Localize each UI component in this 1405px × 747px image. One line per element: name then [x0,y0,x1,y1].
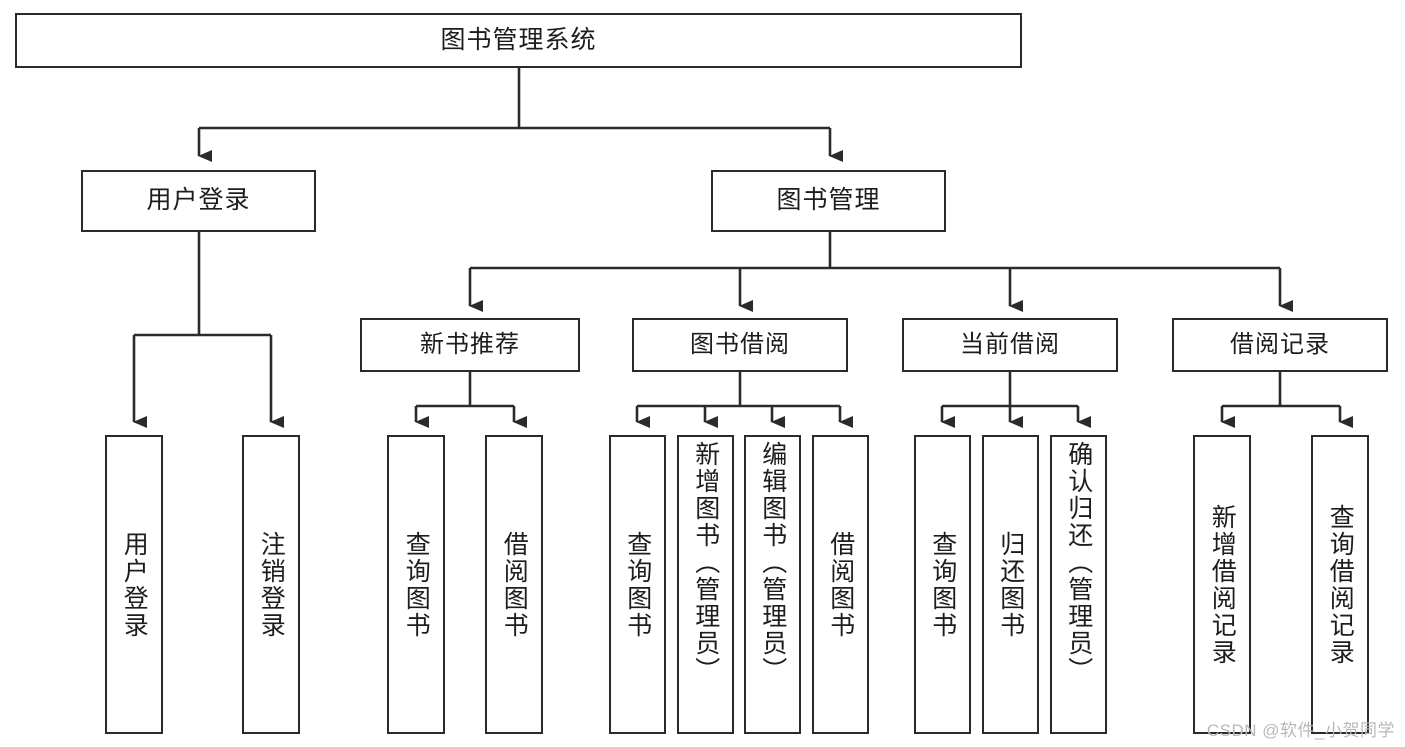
node-label: 确认归还（管理员） [1064,441,1093,684]
leaf-add-book-admin[interactable]: 新增图书（管理员） [677,435,734,734]
node-label: 查询图书 [402,530,431,639]
node-book-management[interactable]: 图书管理 [711,170,946,232]
node-label: 查询借阅记录 [1326,503,1355,666]
leaf-add-borrow-record[interactable]: 新增借阅记录 [1193,435,1251,734]
leaf-logout[interactable]: 注销登录 [242,435,300,734]
node-label: 图书管理系统 [440,25,597,54]
leaf-confirm-return-admin[interactable]: 确认归还（管理员） [1050,435,1107,734]
node-book-borrow[interactable]: 图书借阅 [632,318,848,372]
node-label: 归还图书 [996,530,1025,639]
leaf-query-book-current[interactable]: 查询图书 [914,435,971,734]
node-root-book-management-system[interactable]: 图书管理系统 [15,13,1022,68]
node-label: 注销登录 [257,530,286,639]
node-label: 查询图书 [623,530,652,639]
node-label: 图书管理 [776,186,881,215]
leaf-query-book-new[interactable]: 查询图书 [387,435,445,734]
node-borrow-record[interactable]: 借阅记录 [1172,318,1388,372]
node-label: 查询图书 [928,530,957,639]
node-label: 新增借阅记录 [1208,503,1237,666]
leaf-edit-book-admin[interactable]: 编辑图书（管理员） [744,435,801,734]
leaf-user-login[interactable]: 用户登录 [105,435,163,734]
node-label: 用户登录 [146,186,251,215]
leaf-borrow-book[interactable]: 借阅图书 [812,435,869,734]
node-label: 借阅图书 [826,530,855,639]
node-label: 编辑图书（管理员） [758,441,787,684]
node-label: 图书借阅 [690,330,790,358]
leaf-query-borrow-record[interactable]: 查询借阅记录 [1311,435,1369,734]
node-label: 借阅图书 [500,530,529,639]
node-label: 当前借阅 [960,330,1060,358]
leaf-borrow-book-new[interactable]: 借阅图书 [485,435,543,734]
leaf-return-book[interactable]: 归还图书 [982,435,1039,734]
node-label: 新书推荐 [420,330,520,358]
leaf-query-book-borrow[interactable]: 查询图书 [609,435,666,734]
node-label: 借阅记录 [1230,330,1330,358]
node-label: 用户登录 [120,530,149,639]
node-current-borrow[interactable]: 当前借阅 [902,318,1118,372]
node-label: 新增图书（管理员） [691,441,720,684]
node-new-book-recommendation[interactable]: 新书推荐 [360,318,580,372]
node-user-login[interactable]: 用户登录 [81,170,316,232]
